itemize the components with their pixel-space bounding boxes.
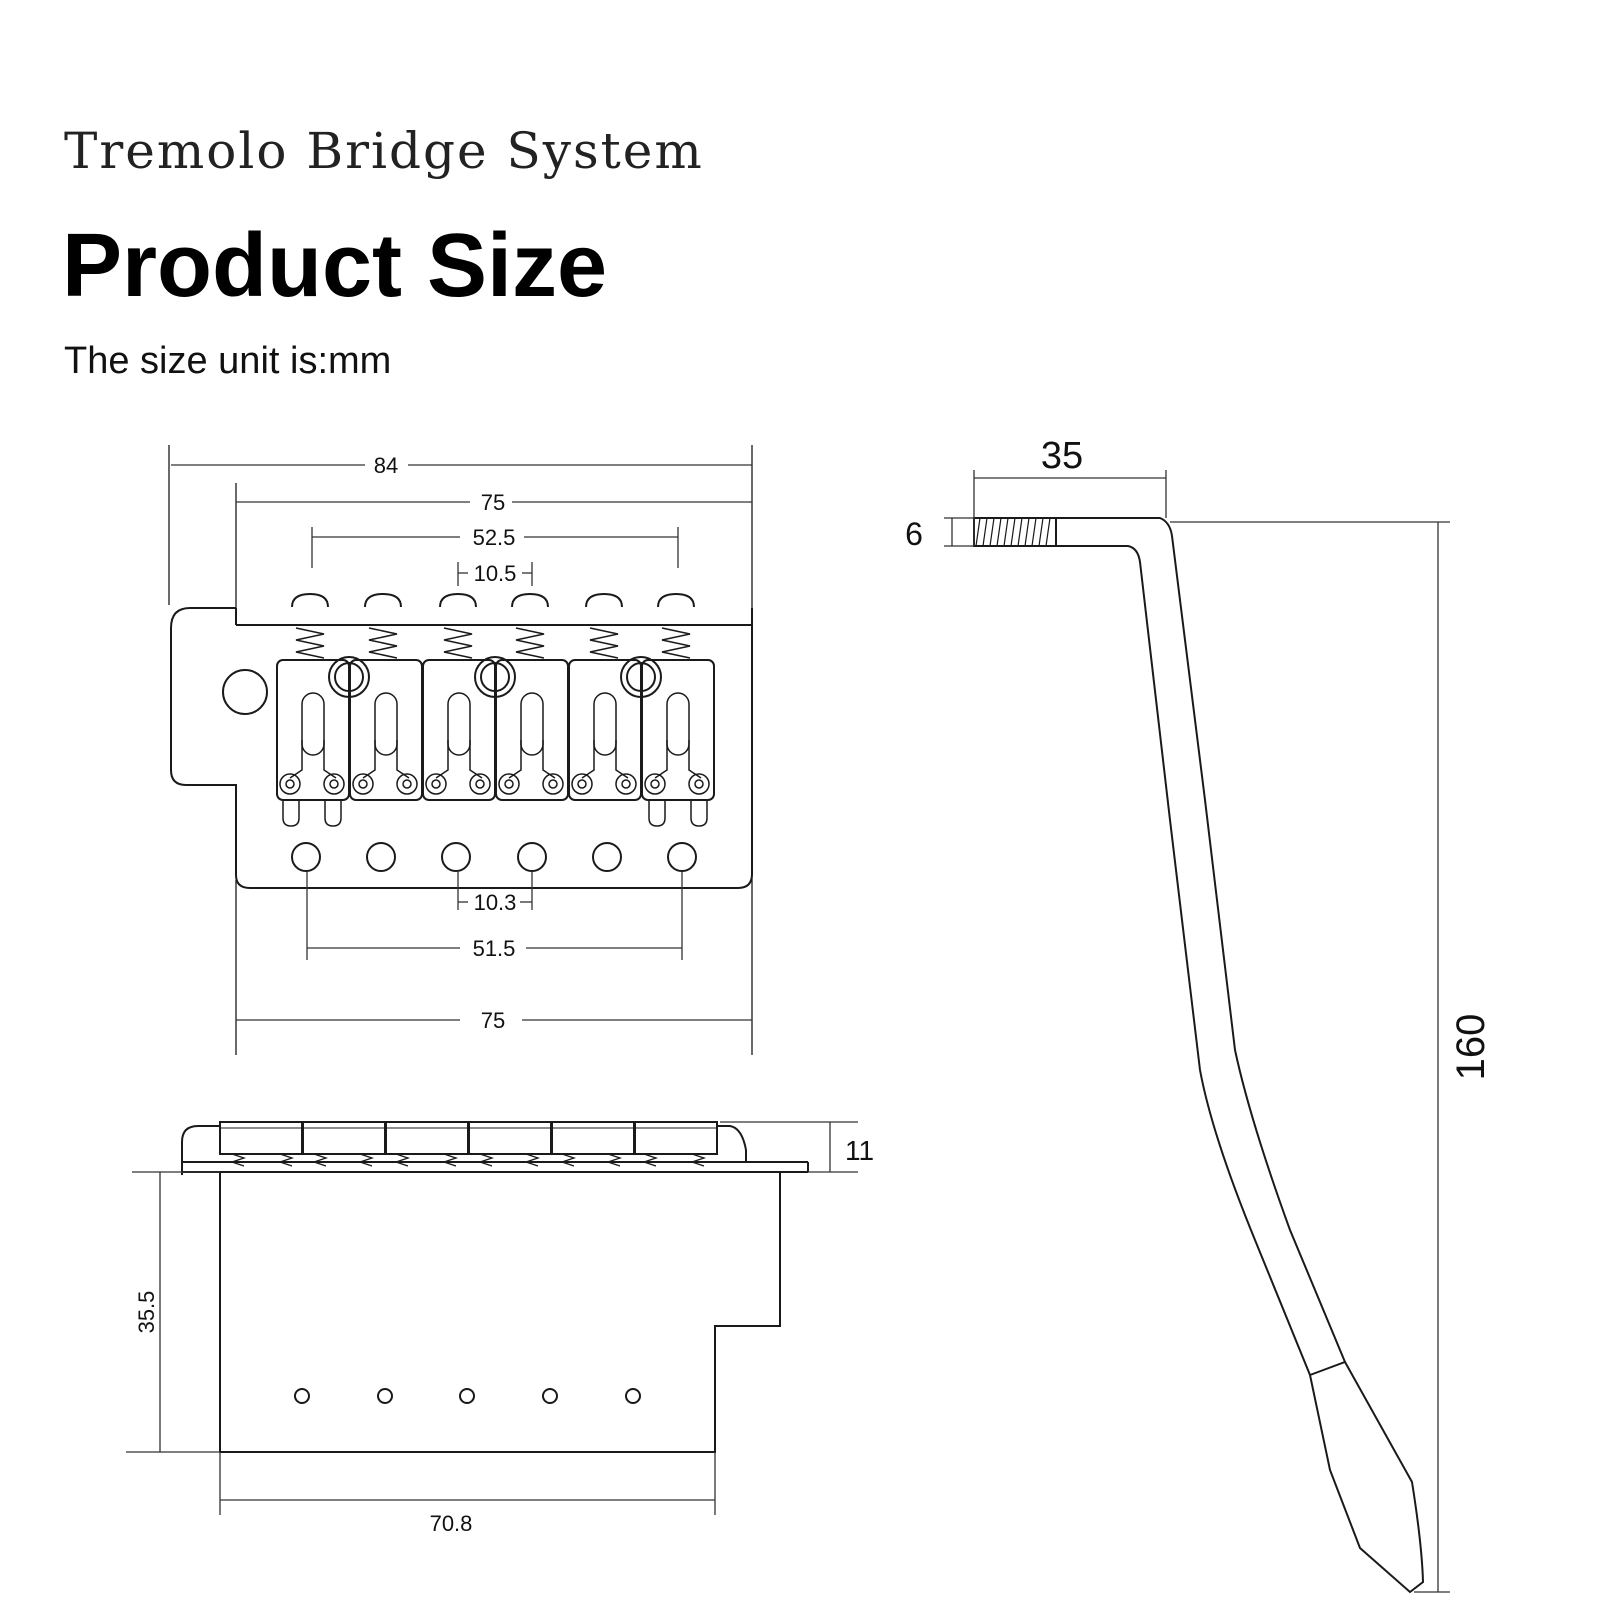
dim-arm-tip-length: 35 [1041, 435, 1083, 477]
product-subtitle: Tremolo Bridge System [64, 122, 704, 180]
unit-note: The size unit is:mm [64, 340, 392, 382]
dim-hole-spacing: 10.3 [474, 890, 517, 915]
dim-saddle-height: 11 [845, 1135, 874, 1166]
dim-saddle-span: 52.5 [473, 525, 516, 550]
block-holes [294, 1388, 641, 1404]
screw-heads [291, 592, 695, 608]
side-screws [229, 1153, 707, 1167]
arm-thread [975, 517, 1051, 547]
tremolo-arm [944, 470, 1450, 1594]
dim-arm-height: 160 [1449, 1014, 1493, 1081]
dim-plate-width-top: 75 [481, 490, 505, 515]
dim-block-height: 35.5 [134, 1291, 159, 1334]
intonation-springs [295, 627, 691, 659]
saddle-details [279, 692, 710, 795]
dim-overall-width: 84 [374, 453, 398, 478]
dim-hole-span: 51.5 [473, 936, 516, 961]
dim-saddle-spacing: 10.5 [474, 561, 517, 586]
saddles [276, 659, 715, 801]
dim-plate-width-bottom: 75 [481, 1008, 505, 1033]
height-screws [282, 800, 708, 827]
string-holes [291, 842, 697, 872]
side-saddles [219, 1121, 718, 1155]
bridge-top-view [168, 445, 753, 1055]
dim-arm-thread-diameter: 6 [905, 516, 923, 552]
page-title: Product Size [62, 216, 608, 316]
dim-block-width: 70.8 [430, 1511, 473, 1536]
bridge-side-view [126, 1121, 858, 1515]
